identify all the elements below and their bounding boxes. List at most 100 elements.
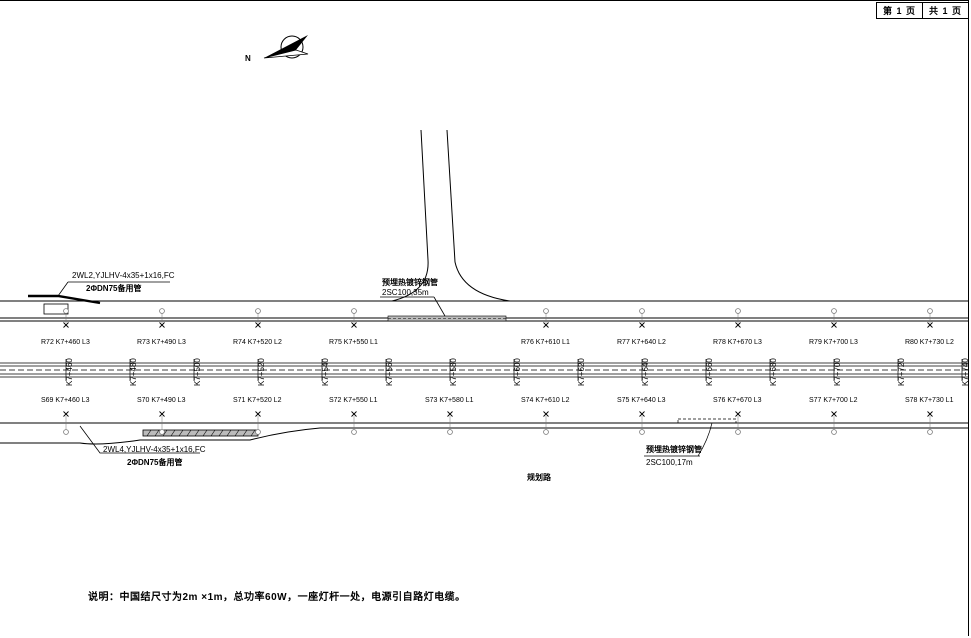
- pole-label: S73 K7+580 L1: [425, 397, 474, 404]
- chainage-label: K7+580: [449, 358, 458, 386]
- chainage-label: K7+620: [577, 358, 586, 386]
- lamp-cross-icon: [735, 411, 741, 417]
- pole-label: S78 K7+730 L1: [905, 397, 954, 404]
- chainage-label: K7+500: [193, 358, 202, 386]
- pole-icon: [543, 429, 549, 435]
- chainage-label: K7+680: [769, 358, 778, 386]
- north-label: N: [245, 54, 251, 63]
- chainage-label: K7+740: [961, 358, 970, 386]
- chainage-k7-620: K7+620: [577, 358, 586, 386]
- chainage-label: K7+540: [321, 358, 330, 386]
- pole-label: S76 K7+670 L3: [713, 397, 762, 404]
- chainage-label: K7+460: [65, 358, 74, 386]
- pole-label: S77 K7+700 L2: [809, 397, 858, 404]
- design-note: 说明：中国结尺寸为2m ×1m，总功率60W，一座灯杆一处，电源引自路灯电缆。: [88, 592, 466, 603]
- chainage-k7-460: K7+460: [65, 358, 74, 386]
- lamp-cross-icon: [543, 411, 549, 417]
- lamp-cross-icon: [63, 411, 69, 417]
- pole-s78: S78 K7+730 L1: [905, 397, 954, 435]
- pole-label: R79 K7+700 L3: [809, 339, 858, 346]
- chainage-k7-660: K7+660: [705, 358, 714, 386]
- chainage-label: K7+520: [257, 358, 266, 386]
- chainage-k7-600: K7+600: [513, 358, 522, 386]
- pole-r77: R77 K7+640 L2: [617, 308, 666, 346]
- sheet-total-label: 共 1 页: [921, 3, 968, 18]
- lamp-cross-icon: [927, 322, 933, 328]
- top-sleeve-spec: 2SC100,35m: [382, 288, 429, 297]
- chainage-k7-500: K7+500: [193, 358, 202, 386]
- pole-r76: R76 K7+610 L1: [521, 308, 570, 346]
- chainage-label: K7+600: [513, 358, 522, 386]
- bottom-cable-label: 2WL4,YJLHV-4x35+1x16,FC: [103, 445, 206, 454]
- bottom-sleeve-spec: 2SC100,17m: [646, 458, 693, 467]
- pole-label: R75 K7+550 L1: [329, 339, 378, 346]
- pole-label: S71 K7+520 L2: [233, 397, 282, 404]
- pole-label: S75 K7+640 L3: [617, 397, 666, 404]
- chainage-k7-540: K7+540: [321, 358, 330, 386]
- chainage-label: K7+660: [705, 358, 714, 386]
- chainage-k7-720: K7+720: [897, 358, 906, 386]
- pole-label: R72 K7+460 L3: [41, 339, 90, 346]
- sheet-page-label: 第 1 页: [882, 6, 916, 16]
- lamp-cross-icon: [735, 322, 741, 328]
- sheet-number-box: 第 1 页 共 1 页: [875, 2, 969, 19]
- pole-label: S69 K7+460 L3: [41, 397, 90, 404]
- lamp-cross-icon: [447, 411, 453, 417]
- pole-s76: S76 K7+670 L3: [713, 397, 762, 435]
- centerline-band: [0, 362, 969, 378]
- top-cable-label: 2WL2,YJLHV-4x35+1x16,FC: [72, 271, 175, 280]
- chainage-label: K7+640: [641, 358, 650, 386]
- pole-icon: [351, 429, 357, 435]
- pole-icon: [255, 429, 261, 435]
- lamp-cross-icon: [927, 411, 933, 417]
- lamp-cross-icon: [159, 411, 165, 417]
- pole-r73: R73 K7+490 L3: [137, 308, 186, 346]
- pole-icon: [159, 308, 165, 314]
- pole-icon: [927, 429, 933, 435]
- pole-label: R77 K7+640 L2: [617, 339, 666, 346]
- pole-label: R80 K7+730 L2: [905, 339, 954, 346]
- pole-icon: [63, 308, 69, 314]
- chainage-k7-560: K7+560: [385, 358, 394, 386]
- pole-label: S70 K7+490 L3: [137, 397, 186, 404]
- chainage-k7-580: K7+580: [449, 358, 458, 386]
- pole-icon: [735, 429, 741, 435]
- lamp-cross-icon: [255, 411, 261, 417]
- lamp-cross-icon: [543, 322, 549, 328]
- pole-s73: S73 K7+580 L1: [425, 397, 474, 435]
- pole-r75: R75 K7+550 L1: [329, 308, 378, 346]
- chainage-label: K7+720: [897, 358, 906, 386]
- pole-icon: [159, 429, 165, 435]
- lamp-cross-icon: [639, 322, 645, 328]
- pole-r74: R74 K7+520 L2: [233, 308, 282, 346]
- chainage-k7-740: K7+740: [961, 358, 970, 386]
- top-cable-leader: [28, 281, 170, 315]
- chainage-label: K7+560: [385, 358, 394, 386]
- chainage-k7-680: K7+680: [769, 358, 778, 386]
- lamp-cross-icon: [255, 322, 261, 328]
- bottom-sleeve-title: 预埋热镀锌钢管: [646, 444, 702, 454]
- pole-icon: [447, 429, 453, 435]
- pole-s70: S70 K7+490 L3: [137, 397, 186, 435]
- chainage-k7-700: K7+700: [833, 358, 842, 386]
- pole-s75: S75 K7+640 L3: [617, 397, 666, 435]
- chainage-k7-480: K7+480: [129, 358, 138, 386]
- chainage-k7-640: K7+640: [641, 358, 650, 386]
- pole-icon: [831, 308, 837, 314]
- pole-label: R76 K7+610 L1: [521, 339, 570, 346]
- pole-icon: [639, 429, 645, 435]
- top-spare-conduit-label: 2ΦDN75备用管: [86, 283, 141, 293]
- pole-r72: R72 K7+460 L3: [41, 308, 90, 346]
- pole-label: S72 K7+550 L1: [329, 397, 378, 404]
- pole-s77: S77 K7+700 L2: [809, 397, 858, 435]
- pole-label: R73 K7+490 L3: [137, 339, 186, 346]
- pole-label: R78 K7+670 L3: [713, 339, 762, 346]
- lamp-cross-icon: [831, 411, 837, 417]
- pole-icon: [63, 429, 69, 435]
- lamp-cross-icon: [63, 322, 69, 328]
- pole-s69: S69 K7+460 L3: [41, 397, 90, 435]
- pole-icon: [735, 308, 741, 314]
- lamp-cross-icon: [159, 322, 165, 328]
- lamp-cross-icon: [351, 322, 357, 328]
